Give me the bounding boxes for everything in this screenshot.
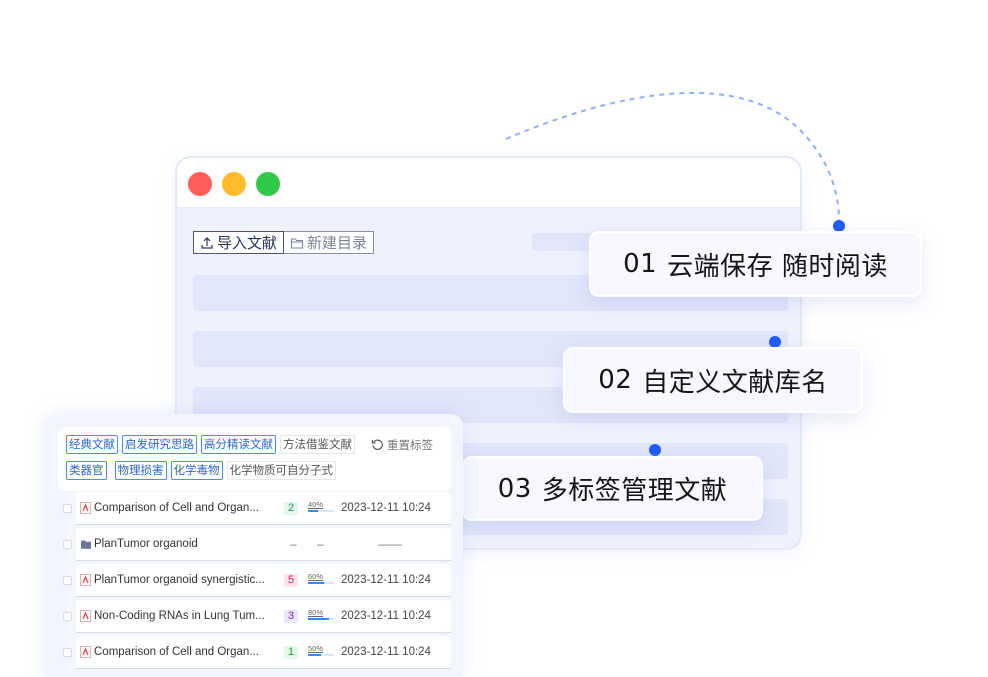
tag-chemical-toxin[interactable]: 化学毒物 xyxy=(170,461,223,480)
document-title: Comparison of Cell and Organ... xyxy=(94,646,259,658)
folder-icon xyxy=(81,540,91,549)
row-checkbox[interactable] xyxy=(63,539,72,549)
document-row[interactable]: Non-Coding RNAs in Lung Tum... 3 80% 202… xyxy=(58,598,451,634)
reading-progress: 60% xyxy=(308,572,334,584)
callout-text: 多标签管理文献 xyxy=(541,476,728,506)
folder-title: PlanTumor organoid xyxy=(94,538,198,550)
callout-node-2 xyxy=(769,336,781,348)
document-date: 2023-12-11 10:24 xyxy=(341,502,431,514)
row-checkbox[interactable] xyxy=(63,575,72,585)
folder-row[interactable]: PlanTumor organoid – – —— xyxy=(58,526,451,562)
tag-row: 类器官 物理损害 化学毒物 化学物质可自分子式 xyxy=(66,460,443,481)
tag-physical-damage[interactable]: 物理损害 xyxy=(114,461,167,480)
row-checkbox[interactable] xyxy=(63,503,72,513)
tag-organoid[interactable]: 类器官 xyxy=(66,461,107,480)
feature-callout-cloud-storage: 01 云端保存 随时阅读 xyxy=(589,231,922,297)
note-count-badge: 3 xyxy=(284,609,298,623)
document-title: Comparison of Cell and Organ... xyxy=(94,502,259,514)
callout-text: 自定义文献库名 xyxy=(642,367,828,398)
feature-callout-custom-library-name: 02 自定义文献库名 xyxy=(563,347,863,413)
close-window-button[interactable] xyxy=(188,172,212,196)
document-date: 2023-12-11 10:24 xyxy=(341,646,431,658)
callout-number: 03 xyxy=(497,473,532,504)
document-list: Comparison of Cell and Organ... 2 40% 20… xyxy=(58,490,451,670)
window-titlebar xyxy=(177,158,800,208)
callout-number: 01 xyxy=(623,249,658,279)
document-library-panel: 经典文献 启发研究思路 高分精读文献 方法借鉴文献 重置标签 类器官 物理损害 … xyxy=(45,414,463,677)
toolbar: 导入文献 新建目录 xyxy=(193,231,375,254)
note-count-empty: – xyxy=(290,537,297,551)
new-folder-label: 新建目录 xyxy=(307,234,368,252)
pdf-icon xyxy=(80,610,91,622)
new-folder-button[interactable]: 新建目录 xyxy=(284,231,375,254)
reset-tags-label: 重置标签 xyxy=(387,437,433,452)
import-document-label: 导入文献 xyxy=(217,234,278,252)
document-date: 2023-12-11 10:24 xyxy=(341,610,431,622)
reading-progress: 50% xyxy=(308,644,334,656)
pdf-icon xyxy=(80,502,91,514)
reading-progress: 40% xyxy=(308,500,334,512)
progress-empty: – xyxy=(317,537,324,551)
document-row[interactable]: PlanTumor organoid synergistic... 5 60% … xyxy=(58,562,451,598)
note-count-badge: 2 xyxy=(284,501,298,515)
reading-progress: 80% xyxy=(308,608,334,620)
upload-icon xyxy=(201,236,213,249)
feature-callout-multi-tag: 03 多标签管理文献 xyxy=(462,456,763,521)
tag-filter-box: 经典文献 启发研究思路 高分精读文献 方法借鉴文献 重置标签 类器官 物理损害 … xyxy=(58,427,451,491)
row-checkbox[interactable] xyxy=(63,611,72,621)
callout-node-1 xyxy=(833,220,845,232)
tag-row: 经典文献 启发研究思路 高分精读文献 方法借鉴文献 重置标签 xyxy=(66,434,443,455)
document-row[interactable]: Comparison of Cell and Organ... 1 50% 20… xyxy=(58,634,451,670)
date-empty: —— xyxy=(378,537,402,551)
pdf-icon xyxy=(80,574,91,586)
reset-tags-button[interactable]: 重置标签 xyxy=(371,437,433,453)
callout-text: 云端保存 随时阅读 xyxy=(667,251,888,282)
document-title: Non-Coding RNAs in Lung Tum... xyxy=(94,610,265,622)
maximize-window-button[interactable] xyxy=(256,172,280,196)
callout-node-3 xyxy=(649,444,661,456)
document-date: 2023-12-11 10:24 xyxy=(341,574,431,586)
note-count-badge: 5 xyxy=(284,573,298,587)
row-checkbox[interactable] xyxy=(63,647,72,657)
tag-high-score[interactable]: 高分精读文献 xyxy=(201,435,276,454)
document-title: PlanTumor organoid synergistic... xyxy=(94,574,265,586)
document-row[interactable]: Comparison of Cell and Organ... 2 40% 20… xyxy=(58,490,451,526)
tag-method[interactable]: 方法借鉴文献 xyxy=(280,435,355,454)
note-count-badge: 1 xyxy=(284,645,298,659)
tag-classic[interactable]: 经典文献 xyxy=(66,435,118,454)
import-document-button[interactable]: 导入文献 xyxy=(193,231,285,254)
tag-chemical-formula[interactable]: 化学物质可自分子式 xyxy=(226,461,336,480)
minimize-window-button[interactable] xyxy=(222,172,246,196)
folder-icon xyxy=(290,237,304,249)
tag-inspiration[interactable]: 启发研究思路 xyxy=(122,435,197,454)
pdf-icon xyxy=(80,646,91,658)
callout-number: 02 xyxy=(598,365,633,395)
reset-icon xyxy=(371,439,383,451)
